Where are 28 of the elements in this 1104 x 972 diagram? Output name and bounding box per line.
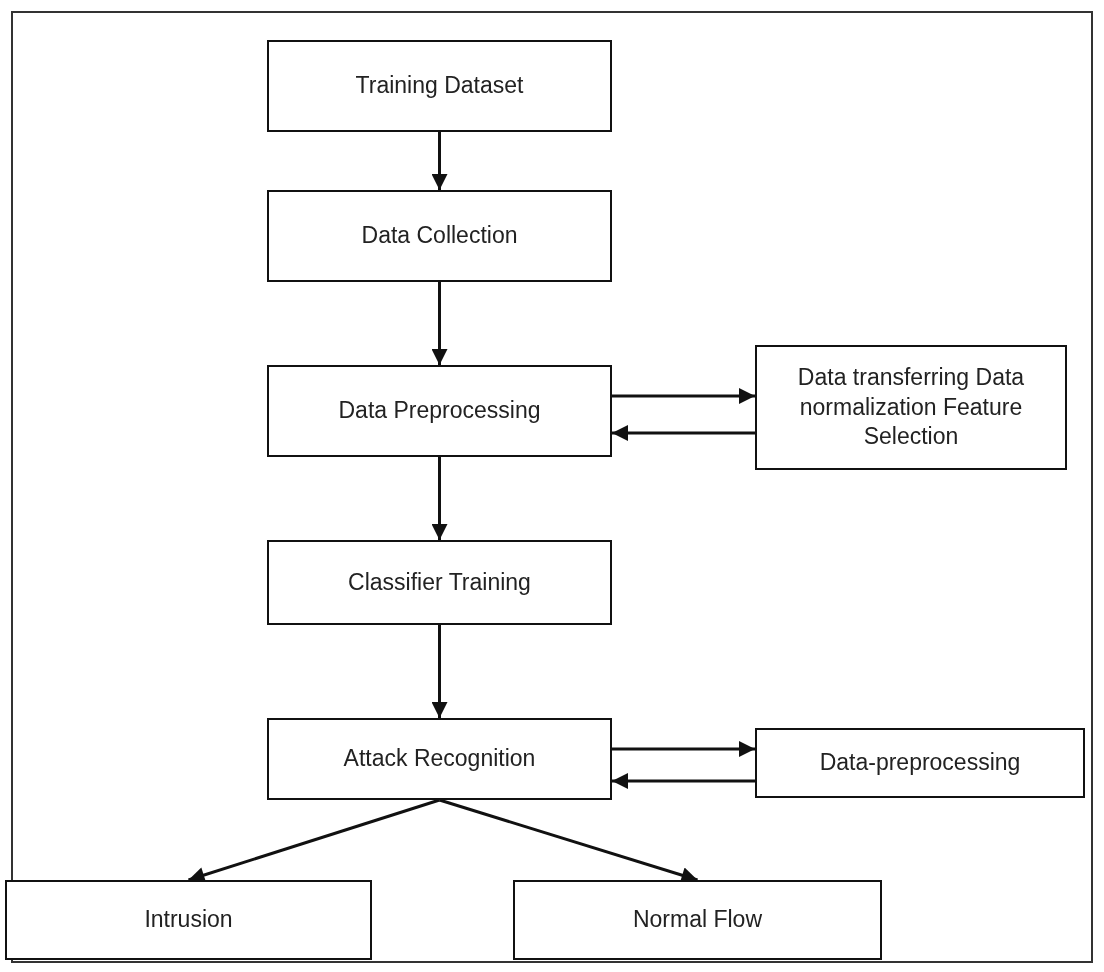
box-label: Training Dataset [355, 71, 524, 101]
process-box [513, 880, 882, 960]
process-box [267, 365, 612, 457]
box-label: Normal Flow [632, 905, 763, 935]
box-label: Classifier Training [348, 567, 531, 597]
box-label: Data-preprocessing [819, 748, 1021, 778]
arrow [188, 798, 440, 883]
process-box [267, 540, 612, 625]
process-box [267, 40, 612, 132]
process-box [267, 190, 612, 282]
box-label: Data Preprocessing [338, 396, 541, 426]
box-label: Attack Recognition [343, 744, 536, 774]
box-label: Intrusion [144, 905, 233, 935]
arrow [612, 741, 755, 757]
box-label: Data Collection [361, 221, 518, 251]
arrow [431, 132, 448, 190]
process-box [755, 345, 1067, 470]
arrow [612, 388, 755, 404]
arrow [431, 457, 448, 540]
process-box [5, 880, 372, 960]
process-box [267, 718, 612, 800]
arrow [439, 798, 698, 883]
box-label: Data transferring Data normalization Feature Selection [796, 362, 1026, 452]
arrow [431, 625, 448, 718]
arrow [612, 773, 755, 789]
arrow [612, 425, 755, 441]
arrow [431, 282, 448, 365]
process-box [755, 728, 1085, 798]
